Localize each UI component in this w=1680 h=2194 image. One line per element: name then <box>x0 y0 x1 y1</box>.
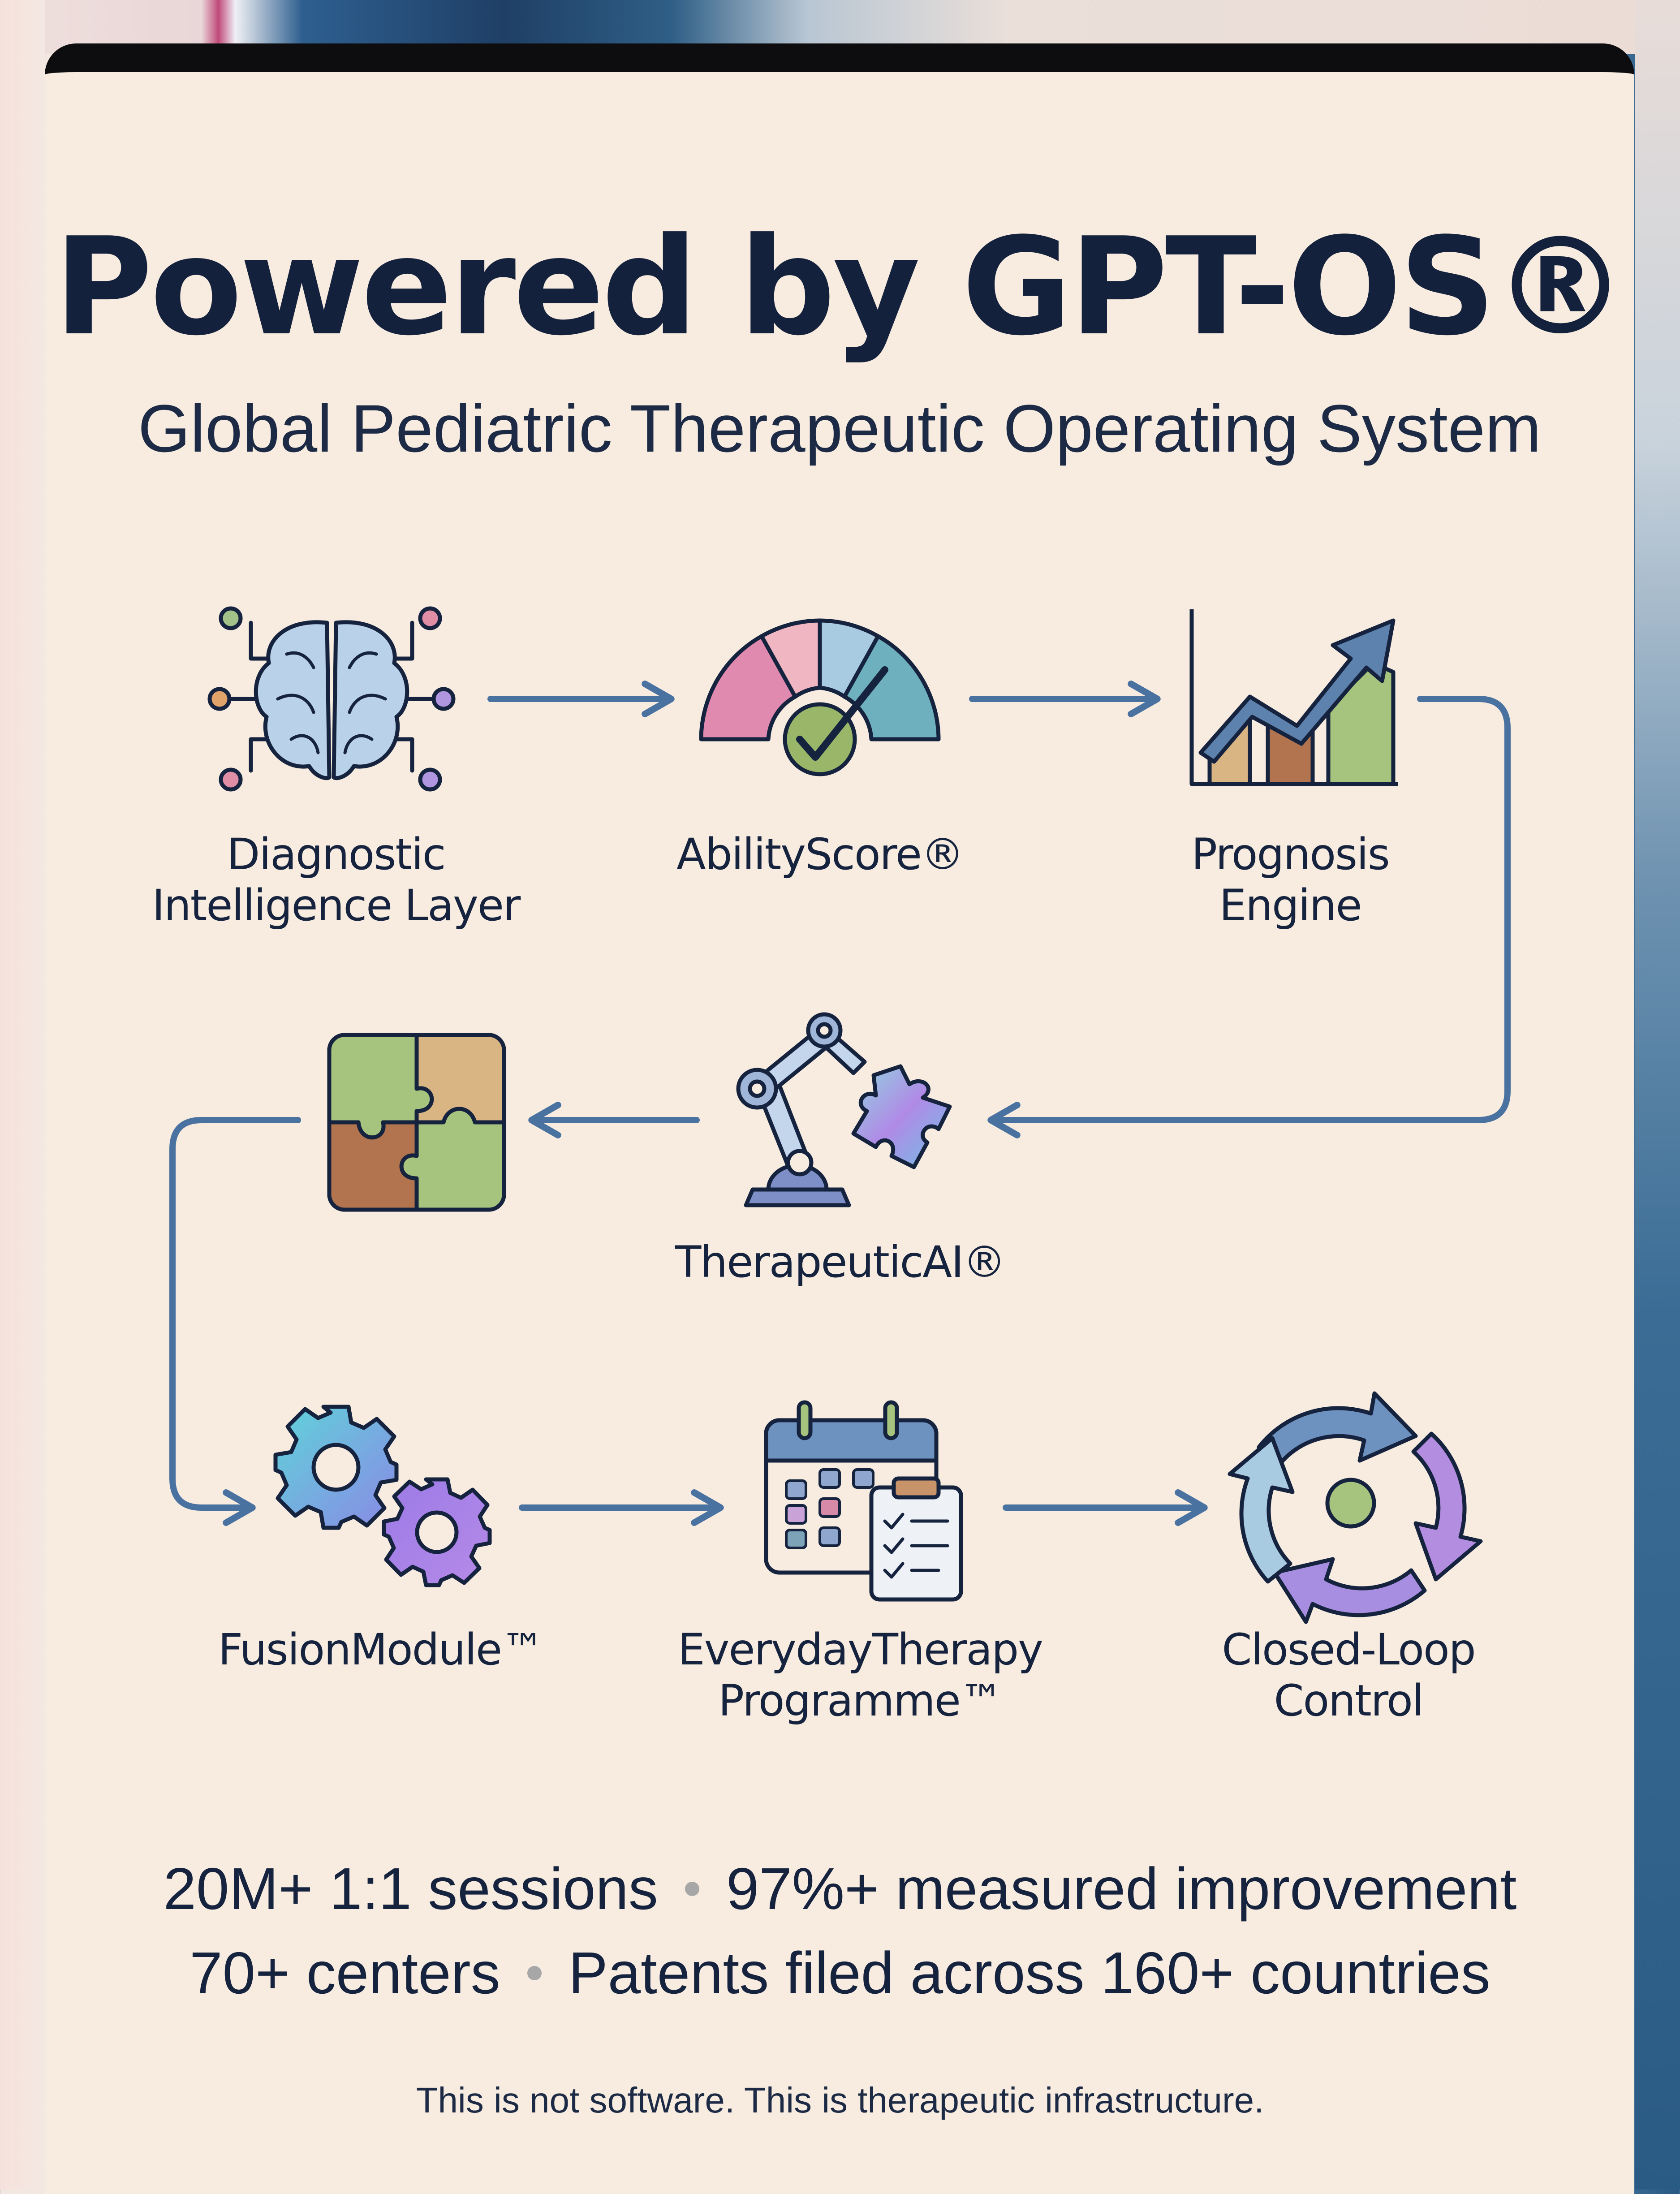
label-everyday: EverydayTherapy Programme™ <box>659 1624 1062 1726</box>
label-everyday-line1: EverydayTherapy <box>678 1625 1043 1675</box>
label-therapeuticai-line1: TherapeuticAI® <box>675 1237 1006 1287</box>
label-closedloop-line2: Control <box>1274 1676 1424 1726</box>
robot-arm-icon <box>736 1012 952 1207</box>
label-diagnostic: Diagnostic Intelligence Layer <box>143 829 529 931</box>
page-title: Powered by GPT-OS® <box>54 209 1628 365</box>
stat-sessions: 20M+ 1:1 sessions <box>163 1856 658 1922</box>
brain-circuit-icon <box>207 606 456 792</box>
stat-centers: 70+ centers <box>190 1940 500 2006</box>
page-subtitle: Global Pediatric Therapeutic Operating S… <box>138 391 1542 466</box>
label-abilityscore-line1: AbilityScore® <box>676 829 964 879</box>
label-diagnostic-line1: Diagnostic <box>227 829 446 879</box>
label-everyday-line2: Programme™ <box>718 1676 1003 1726</box>
label-abilityscore: AbilityScore® <box>641 829 999 880</box>
label-prognosis: Prognosis Engine <box>1133 829 1447 931</box>
arrow-prognosis-to-therapeuticai <box>987 696 1511 1138</box>
label-closedloop-line1: Closed-Loop <box>1222 1625 1476 1675</box>
stat-improvement: 97%+ measured improvement <box>726 1856 1517 1922</box>
label-prognosis-line2: Engine <box>1219 880 1362 931</box>
background-right-edge <box>1635 0 1680 2190</box>
calendar-checklist-icon <box>764 1400 963 1602</box>
arrow-puzzle-to-fusion <box>169 1117 301 1526</box>
label-fusion-line1: FusionModule™ <box>218 1625 544 1675</box>
gauge-check-icon <box>699 618 941 776</box>
footer-tagline: This is not software. This is therapeuti… <box>416 2080 1264 2120</box>
label-diagnostic-line2: Intelligence Layer <box>152 880 521 931</box>
label-therapeuticai: TherapeuticAI® <box>650 1237 1030 1288</box>
puzzle-icon <box>327 1033 506 1212</box>
label-fusion: FusionModule™ <box>197 1624 564 1675</box>
label-closedloop: Closed-Loop Control <box>1187 1624 1510 1726</box>
growth-chart-icon <box>1189 609 1398 786</box>
stat-patents: Patents filed across 160+ countries <box>568 1940 1490 2006</box>
connector-arrows <box>169 681 1511 1526</box>
separator-dot <box>527 1966 542 1981</box>
gears-icon <box>273 1405 492 1587</box>
label-prognosis-line1: Prognosis <box>1191 829 1390 879</box>
closed-loop-icon <box>1228 1391 1483 1624</box>
background-left-edge <box>0 0 45 2190</box>
separator-dot <box>685 1882 699 1897</box>
